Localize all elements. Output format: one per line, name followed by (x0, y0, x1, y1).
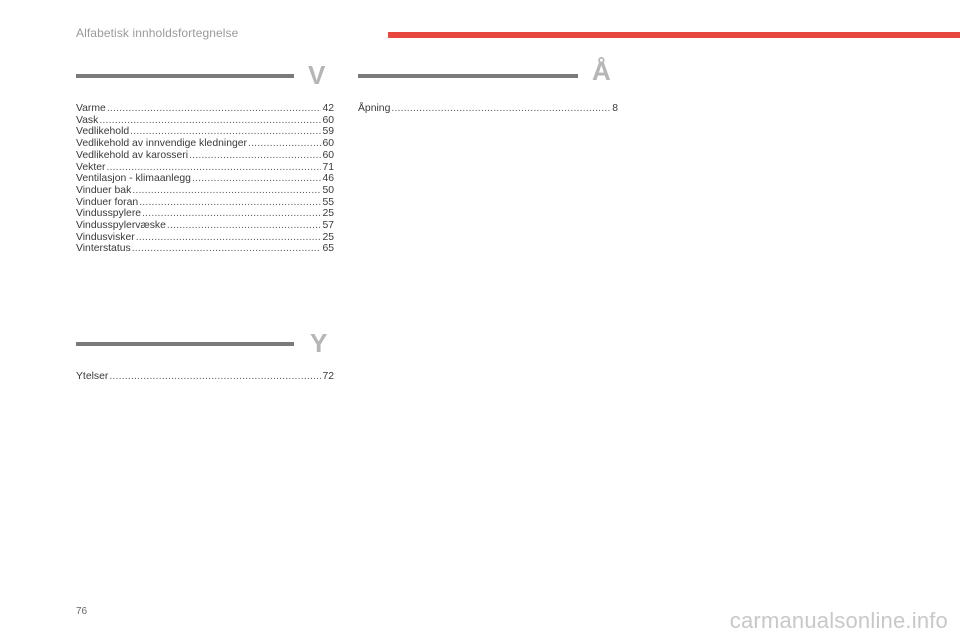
entry-label: Ytelser (76, 371, 109, 382)
dot-leader (192, 173, 321, 185)
page-number: 76 (76, 606, 88, 617)
entry-page-number: 60 (322, 138, 334, 150)
entry-label: Vekter (76, 161, 106, 173)
entry-page-number: 59 (322, 126, 334, 138)
section-divider (76, 74, 294, 78)
index-entry[interactable]: Vekter 71 (76, 162, 334, 174)
dot-leader (107, 103, 322, 115)
entry-label: Åpning (358, 103, 391, 114)
entry-page-number: 42 (322, 103, 334, 114)
entry-label: Vindusvisker (76, 231, 135, 243)
page-header-title: Alfabetisk innholdsfortegnelse (76, 26, 239, 40)
dot-leader (391, 103, 611, 115)
section-letter: Å (592, 56, 611, 86)
entry-label: Varme (76, 103, 106, 114)
index-entry[interactable]: Varme 42 (76, 103, 334, 115)
index-entry[interactable]: Vinduer bak 50 (76, 185, 334, 197)
header-accent-bar (388, 32, 960, 38)
section-y: Y Ytelser 72 (76, 328, 334, 382)
entry-page-number: 71 (322, 161, 334, 173)
section-aa-heading: Å (358, 56, 618, 102)
section-letter: V (308, 60, 326, 90)
entry-page-number: 60 (322, 149, 334, 161)
entry-label: Vedlikehold av innvendige kledninger (76, 138, 247, 150)
index-entry[interactable]: Vindusspylervæske 57 (76, 220, 334, 232)
index-entry[interactable]: Vindusspylere 25 (76, 208, 334, 220)
entry-label: Vedlikehold av karosseri (76, 149, 189, 161)
index-entry[interactable]: Åpning 8 (358, 103, 618, 115)
dot-leader (248, 138, 321, 150)
entry-label: Vinterstatus (76, 243, 131, 255)
dot-leader (167, 220, 322, 232)
entry-page-number: 60 (322, 114, 334, 126)
dot-leader (139, 197, 321, 209)
entry-page-number: 55 (322, 196, 334, 208)
section-y-heading: Y (76, 328, 334, 370)
entry-page-number: 25 (322, 231, 334, 243)
dot-leader (99, 115, 321, 127)
index-entry[interactable]: Vedlikehold av karosseri 60 (76, 150, 334, 162)
index-entries-y: Ytelser 72 (76, 371, 334, 383)
watermark-text: carmanualsonline.info (729, 608, 948, 633)
index-entry[interactable]: Ytelser 72 (76, 371, 334, 383)
section-divider (76, 342, 294, 346)
index-entry[interactable]: Ventilasjon - klimaanlegg 46 (76, 173, 334, 185)
section-letter: Y (310, 328, 328, 358)
entry-page-number: 72 (322, 371, 334, 382)
dot-leader (106, 162, 321, 174)
dot-leader (189, 150, 321, 162)
section-v-heading: V (76, 60, 334, 102)
dot-leader (132, 243, 322, 255)
dot-leader (136, 232, 322, 244)
section-v: V Varme42Vask60Vedlikehold59Vedlikehold … (76, 60, 334, 254)
entry-label: Vask (76, 114, 99, 126)
index-entry[interactable]: Vedlikehold 59 (76, 126, 334, 138)
dot-leader (109, 371, 321, 383)
index-entry[interactable]: Vask 60 (76, 115, 334, 127)
entry-label: Ventilasjon - klimaanlegg (76, 173, 191, 185)
index-entry[interactable]: Vinduer foran 55 (76, 197, 334, 209)
entry-page-number: 57 (322, 220, 334, 232)
entry-page-number: 25 (322, 208, 334, 220)
section-aa: Å Åpning 8 (358, 56, 618, 114)
dot-leader (132, 185, 321, 197)
entry-label: Vinduer foran (76, 196, 139, 208)
index-entries-aa: Åpning 8 (358, 103, 618, 115)
entry-label: Vedlikehold (76, 126, 130, 138)
dot-leader (142, 208, 321, 220)
entry-page-number: 8 (612, 103, 618, 114)
index-entries-v: Varme42Vask60Vedlikehold59Vedlikehold av… (76, 103, 334, 255)
index-entry[interactable]: Vedlikehold av innvendige kledninger 60 (76, 138, 334, 150)
entry-label: Vindusspylervæske (76, 220, 166, 232)
dot-leader (130, 126, 321, 138)
index-entry[interactable]: Vinterstatus 65 (76, 243, 334, 255)
entry-label: Vindusspylere (76, 208, 142, 220)
entry-page-number: 65 (322, 243, 334, 255)
index-entry[interactable]: Vindusvisker 25 (76, 232, 334, 244)
section-divider (358, 74, 578, 78)
entry-page-number: 46 (322, 173, 334, 185)
entry-label: Vinduer bak (76, 184, 132, 196)
entry-page-number: 50 (322, 184, 334, 196)
